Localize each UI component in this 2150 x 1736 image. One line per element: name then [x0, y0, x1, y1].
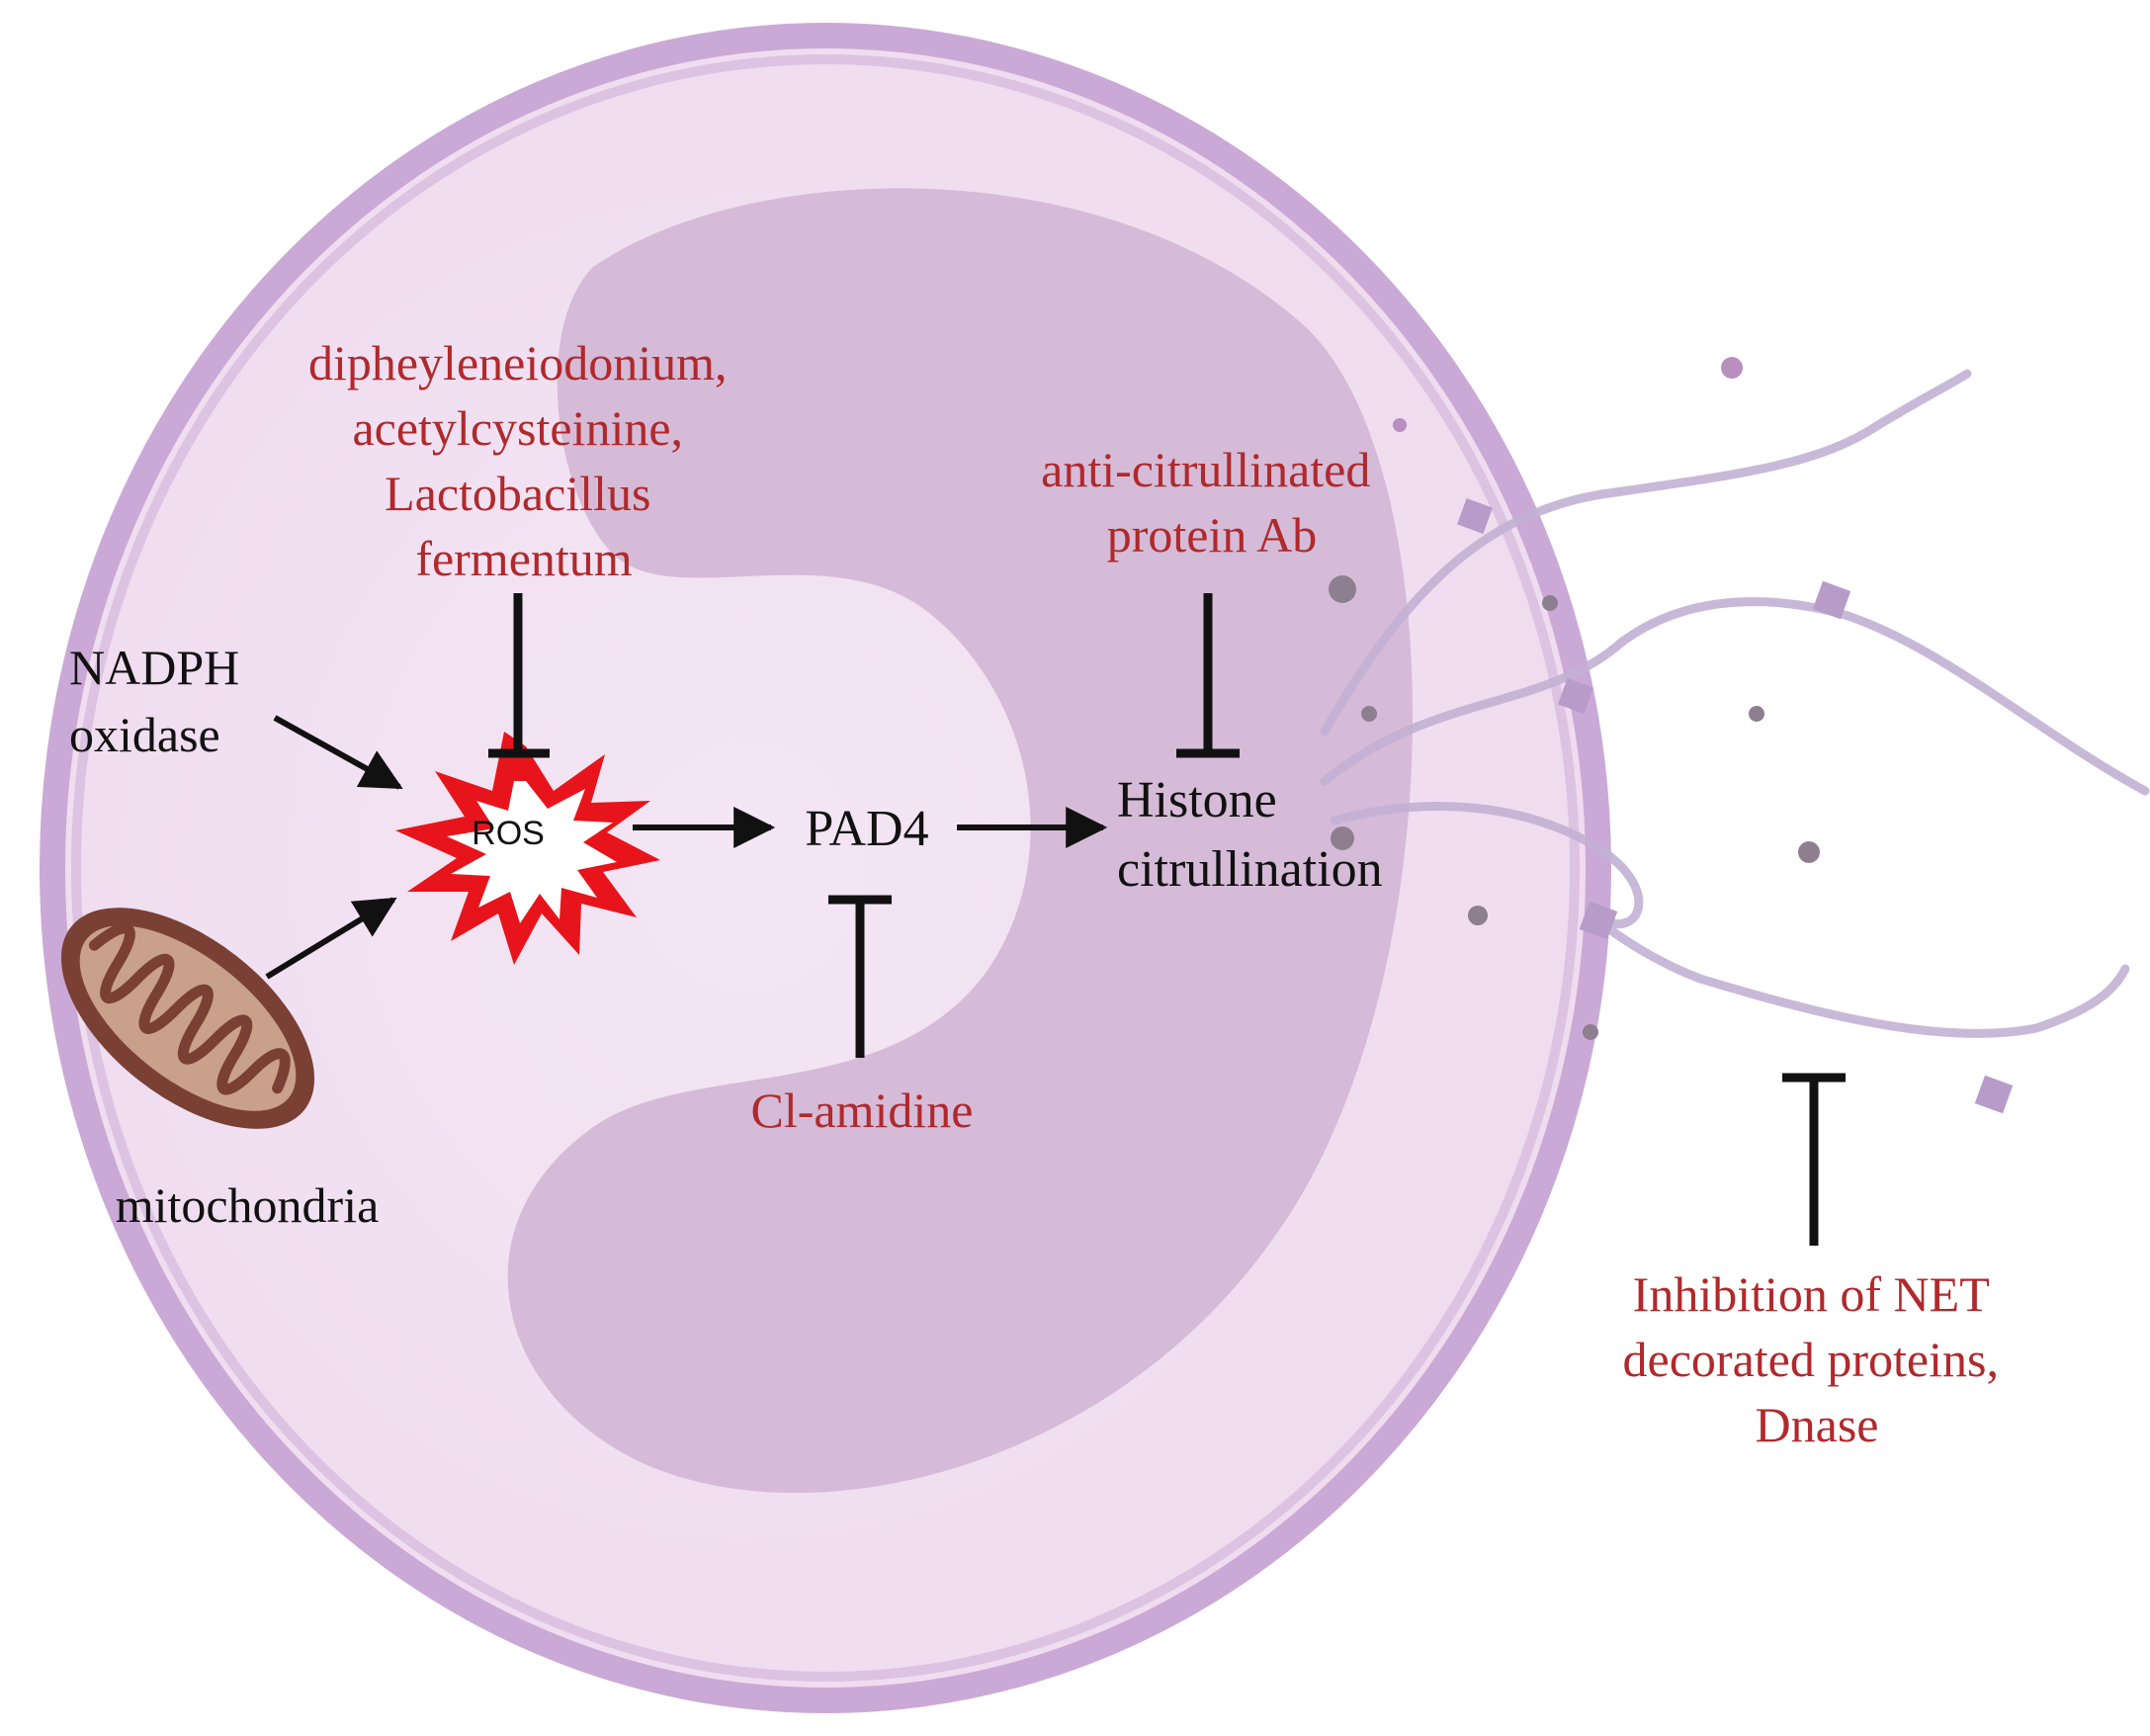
nadph-label: NADPH oxidase	[69, 640, 252, 762]
net-protein	[1579, 901, 1618, 940]
net-inhibitor-line: decorated proteins,	[1623, 1332, 1999, 1387]
net-particle	[1393, 418, 1407, 432]
mitochondria-icon	[60, 908, 315, 1129]
pad4-label: PAD4	[805, 801, 928, 857]
net-protein	[1457, 498, 1493, 534]
acpa-line: anti-citrullinated	[1041, 442, 1370, 497]
ros-inhibitor-line: dipheyleneiodonium,	[308, 335, 728, 391]
net-particle	[1583, 1024, 1598, 1040]
ros-burst-core	[447, 781, 617, 923]
nucleus	[507, 188, 1414, 1494]
inhibit-net	[1782, 1073, 1846, 1246]
net-particle	[1798, 841, 1820, 863]
acpa-line: protein Ab	[1107, 507, 1317, 563]
net-particles	[1329, 357, 2014, 1114]
cell-membrane-inner	[71, 54, 1580, 1682]
acpa-label: anti-citrullinated protein Ab	[1041, 442, 1383, 563]
mitochondria-label: mitochondria	[116, 1177, 380, 1233]
net-particle	[1329, 575, 1356, 603]
net-inhibitors-label: Inhibition of NET decorated proteins, Dn…	[1623, 1266, 2012, 1452]
mito-inner	[79, 925, 297, 1111]
net-particle	[1361, 706, 1377, 722]
inhibition-bars	[488, 593, 1846, 1246]
net-inhibitor-line: Dnase	[1756, 1397, 1879, 1452]
net-protein	[1558, 678, 1593, 714]
net-particle	[1749, 706, 1764, 722]
net-inhibitor-line: Inhibition of NET	[1633, 1266, 1990, 1322]
nadph-label-line1: NADPH	[69, 640, 239, 695]
inhibit-pad4	[828, 895, 892, 1058]
inhibit-histone	[1176, 593, 1240, 758]
ros-inhibitor-line: Lactobacillus	[385, 466, 650, 521]
mito-cristae	[88, 922, 291, 1095]
net-protein	[1974, 1075, 2014, 1114]
net-strand-2	[1320, 597, 2150, 796]
ros-label: ROS	[472, 815, 545, 852]
ros-inhibitor-line: fermentum	[415, 531, 632, 586]
net-strand-1	[1320, 369, 1972, 737]
net-particle	[1542, 595, 1558, 611]
arrow-nadph-to-ros	[273, 715, 403, 790]
arrow-mito-to-ros	[265, 897, 397, 980]
nadph-label-line2: oxidase	[69, 707, 220, 762]
ros-inhibitors-label: dipheyleneiodonium, acetylcysteinine, La…	[308, 335, 739, 586]
net-particle	[1331, 826, 1354, 850]
ros-burst-icon	[395, 732, 660, 965]
cl-amidine-label: Cl-amidine	[751, 1083, 974, 1138]
net-protein	[1812, 580, 1851, 620]
cell-membrane	[40, 23, 1611, 1713]
net-particle	[1468, 906, 1488, 925]
inhibit-ros	[488, 593, 550, 758]
ros-inhibitor-line: acetylcysteinine,	[352, 400, 683, 456]
arrows	[265, 715, 1108, 980]
net-particle	[1721, 357, 1743, 379]
histone-label-line2: citrullination	[1117, 841, 1383, 898]
histone-label-line1: Histone	[1117, 772, 1277, 828]
histone-label: Histone citrullination	[1117, 772, 1383, 898]
